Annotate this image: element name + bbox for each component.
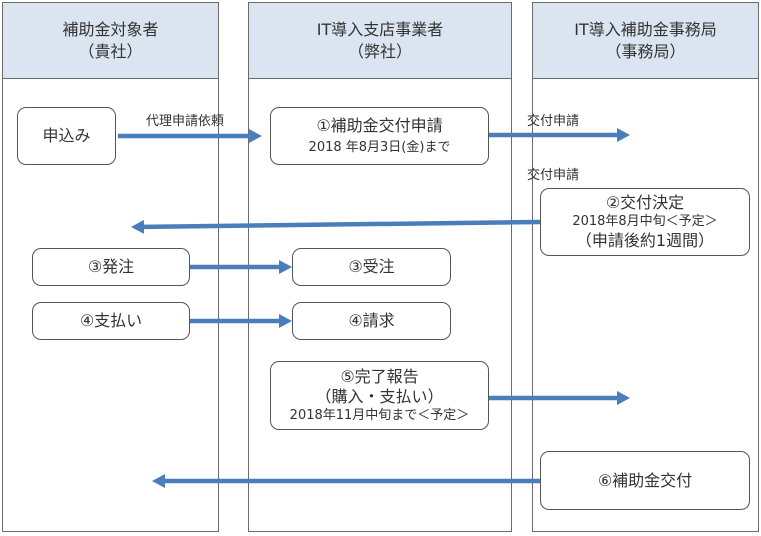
step2-note: （申請後約1週間） [575, 231, 715, 250]
lane-header-secretariat: IT導入補助金事務局 （事務局） [533, 3, 758, 79]
lane-secretariat: IT導入補助金事務局 （事務局） [532, 2, 759, 532]
step1-title: ①補助金交付申請 [316, 115, 443, 135]
lane-subtitle: （弊社） [347, 41, 412, 61]
step4-payment-label: ④支払い [79, 311, 143, 330]
label-proxy-request: 代理申請依頼 [146, 114, 225, 129]
step5-subtitle: （購入・支払い） [315, 386, 444, 406]
step3-receive-label: ③受注 [348, 257, 395, 276]
label-grant-application-2: 交付申請 [527, 168, 580, 183]
step3-order-label: ③発注 [87, 257, 135, 276]
step3-receive-order-box: ③受注 [292, 248, 451, 286]
step5-deadline: 2018年11月中旬まで＜予定＞ [289, 407, 470, 423]
step6-grant-payment-box: ⑥補助金交付 [540, 451, 750, 510]
lane-header-it-vendor: IT導入支店事業者 （弊社） [249, 3, 511, 79]
step2-date: 2018年8月中旬＜予定＞ [572, 214, 718, 229]
step2-grant-decision-box: ②交付決定 2018年8月中旬＜予定＞ （申請後約1週間） [540, 188, 750, 256]
step4-invoice-label: ④請求 [348, 311, 395, 330]
apply-label: 申込み [42, 126, 91, 145]
lane-subtitle: （貴社） [78, 41, 143, 61]
step5-title: ⑤完了報告 [340, 366, 419, 386]
step4-payment-box: ④支払い [32, 302, 190, 340]
step1-grant-application-box: ①補助金交付申請 2018 年8月3日(金)まで [270, 107, 489, 165]
lane-title: IT導入補助金事務局 [574, 19, 717, 39]
step3-order-box: ③発注 [32, 248, 190, 286]
lane-header-grant-recipient: 補助金対象者 （貴社） [3, 3, 218, 79]
label-grant-application: 交付申請 [527, 114, 580, 129]
apply-box: 申込み [17, 107, 116, 165]
lane-title: 補助金対象者 [62, 19, 159, 39]
step5-completion-report-box: ⑤完了報告 （購入・支払い） 2018年11月中旬まで＜予定＞ [270, 361, 489, 430]
step6-label: ⑥補助金交付 [597, 470, 693, 490]
lane-title: IT導入支店事業者 [316, 19, 444, 39]
lane-subtitle: （事務局） [605, 41, 686, 61]
step1-deadline: 2018 年8月3日(金)まで [308, 139, 451, 155]
step2-title: ②交付決定 [605, 193, 685, 212]
step4-invoice-box: ④請求 [292, 302, 451, 340]
